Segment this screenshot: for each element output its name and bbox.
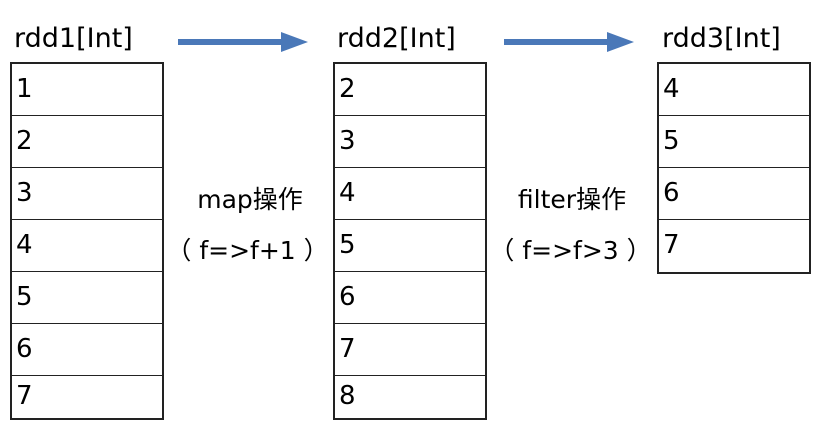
rdd1-cell: 3 <box>12 168 162 220</box>
filter-op-name: filter操作 <box>517 185 627 214</box>
rdd2-cell: 8 <box>339 381 356 411</box>
rdd3-cell: 7 <box>663 230 680 260</box>
rdd2-title: rdd2[Int] <box>337 23 456 54</box>
rdd2-cell: 2 <box>335 64 485 116</box>
rdd3-title: rdd3[Int] <box>662 23 781 54</box>
rdd2-table: 2 3 4 5 6 7 8 <box>333 62 487 420</box>
rdd1-cell: 4 <box>12 220 162 272</box>
arrow-map <box>178 32 308 52</box>
rdd1-cell: 6 <box>12 324 162 376</box>
rdd3-table: 4 5 6 7 <box>657 62 811 274</box>
rdd3-cell: 6 <box>659 168 809 220</box>
rdd2-cell: 6 <box>335 272 485 324</box>
rdd3-cell: 5 <box>659 116 809 168</box>
rdd2-cell: 7 <box>335 324 485 376</box>
rdd3-cell: 4 <box>659 64 809 116</box>
rdd1-cell: 2 <box>12 116 162 168</box>
rdd2-cell: 4 <box>335 168 485 220</box>
rdd1-cell: 1 <box>12 64 162 116</box>
rdd1-title: rdd1[Int] <box>14 23 133 54</box>
map-op-name: map操作 <box>197 185 303 214</box>
rdd2-cell: 5 <box>335 220 485 272</box>
rdd1-cell: 5 <box>12 272 162 324</box>
arrow-filter <box>504 32 634 52</box>
rdd1-cell: 7 <box>16 381 33 411</box>
filter-op-func: （ f=>f>3 ） <box>489 236 652 265</box>
map-op-func: （ f=>f+1 ） <box>166 236 329 265</box>
rdd2-cell: 3 <box>335 116 485 168</box>
rdd1-table: 1 2 3 4 5 6 7 <box>10 62 164 420</box>
